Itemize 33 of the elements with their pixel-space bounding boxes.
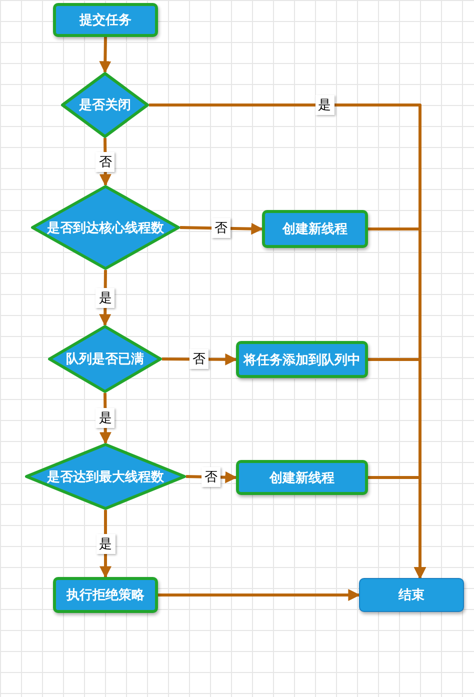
- node-text: 队列是否已满: [66, 351, 144, 368]
- node-text: 是否关闭: [79, 96, 131, 114]
- edge-label: 是: [96, 288, 115, 308]
- process-box: [262, 210, 368, 248]
- node-text: 创建新线程: [282, 220, 348, 238]
- edge-label: 否: [190, 349, 208, 370]
- arrow: [180, 222, 264, 235]
- edge-label: 否: [212, 218, 230, 238]
- node-text: 创建新线程: [270, 470, 334, 486]
- node-text: 提交任务: [80, 12, 132, 29]
- node-text: 是否到达核心线程数: [47, 220, 164, 236]
- decision-diamond: [48, 325, 162, 393]
- node-text: 执行拒绝策略: [66, 587, 144, 604]
- arrow: [158, 589, 360, 601]
- decision-diamond: [25, 443, 186, 510]
- end-box: [359, 578, 464, 612]
- process-box: [236, 460, 368, 495]
- edge-label: 否: [96, 152, 115, 172]
- arrow: [368, 476, 426, 580]
- edge-label: 否: [202, 467, 220, 487]
- process-box: [53, 577, 158, 613]
- node-text: 结束: [398, 587, 424, 604]
- decision-diamond: [61, 72, 149, 138]
- process-box: [53, 3, 158, 37]
- arrow: [99, 36, 112, 74]
- edge-label: 是: [315, 95, 334, 115]
- decision-diamond: [31, 185, 180, 270]
- edge-label: 是: [96, 408, 115, 428]
- node-text: 将任务添加到队列中: [244, 352, 360, 368]
- node-text: 是否达到最大线程数: [47, 468, 164, 486]
- process-box: [236, 341, 368, 378]
- arrow: [162, 353, 238, 366]
- edge-label: 是: [96, 534, 115, 554]
